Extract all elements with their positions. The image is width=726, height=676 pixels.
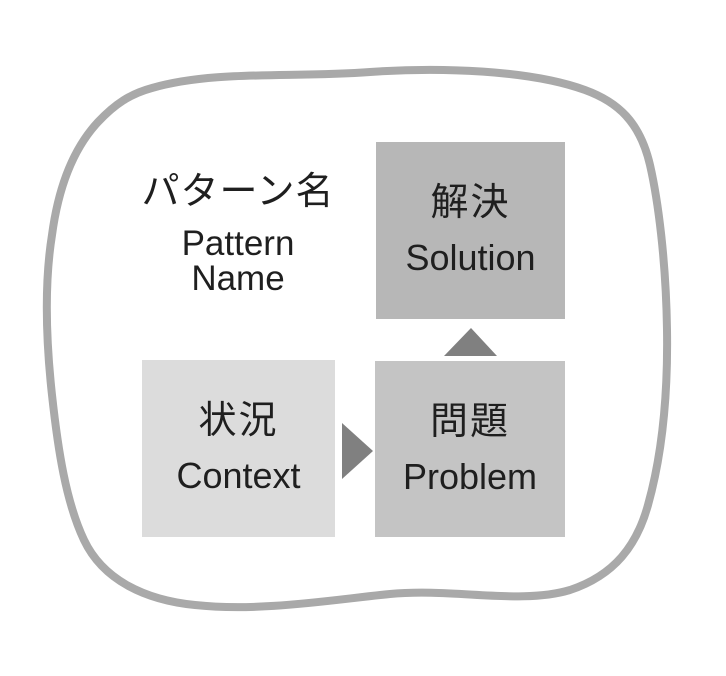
pattern-name-label: パターン名 Pattern Name [118, 168, 358, 296]
pattern-name-en: Pattern Name [118, 226, 358, 296]
problem-label-jp: 問題 [429, 400, 510, 443]
context-box: 状況 Context [142, 360, 335, 537]
arrow-right-icon [342, 423, 373, 479]
problem-label-en: Problem [402, 455, 538, 497]
arrow-up-icon [444, 328, 497, 356]
solution-box: 解決 Solution [376, 142, 565, 319]
solution-label-en: Solution [405, 237, 536, 278]
hand-drawn-blob-border [42, 65, 672, 612]
pattern-name-en-line2: Name [191, 259, 285, 298]
problem-box: 問題 Problem [375, 361, 565, 537]
pattern-name-jp: パターン名 [141, 171, 335, 213]
context-label-jp: 状況 [198, 400, 279, 442]
solution-label-jp: 解決 [430, 182, 511, 224]
context-label-en: Context [176, 455, 301, 496]
pattern-name-en-line1: Pattern [181, 224, 295, 263]
